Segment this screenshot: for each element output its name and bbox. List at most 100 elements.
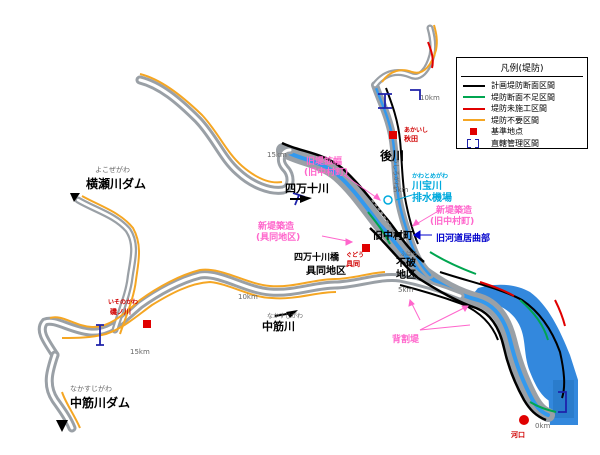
isono-ruby: いそのかわ xyxy=(108,298,138,306)
legend-title: 凡例(堤防) xyxy=(461,61,583,77)
dike-unbuilt-1 xyxy=(427,41,434,69)
old-dike-widening: 旧堤拡幅 xyxy=(306,155,342,167)
legend-swatch-unbuilt xyxy=(463,107,485,110)
legend-item-insufficient: 堤防断面不足区間 xyxy=(457,92,587,104)
dike-insufficient-2 xyxy=(429,251,477,275)
dike-unneeded-nakasuji-south xyxy=(61,280,337,339)
km-15-lower: 15km xyxy=(130,348,150,356)
back-levee-label: 背割堤 xyxy=(392,333,420,345)
ushiro-ruby: うしろがわ xyxy=(392,158,400,188)
station-marker-isono xyxy=(143,320,151,328)
old-river-house-label: 旧河道居曲部 xyxy=(436,232,490,244)
old-nakamura-marker xyxy=(396,232,401,237)
dike-unbuilt-3 xyxy=(554,299,566,327)
nakasuji-ruby: なかすじがわ xyxy=(267,312,303,320)
flow-arrows xyxy=(274,195,312,318)
legend-swatch-unneeded xyxy=(463,119,485,122)
akaishi-station: 秋田 xyxy=(404,134,418,143)
fuhara-area-2: 地区 xyxy=(396,268,416,281)
legend-label-unbuilt: 堤防未施工区間 xyxy=(491,104,547,114)
shimanto-upstream xyxy=(135,75,295,195)
gudo-area-label: 具同地区 xyxy=(305,264,346,277)
bracket-ushiro-top xyxy=(378,93,392,109)
shimanto-upstream-center xyxy=(138,78,292,192)
guchi-label: 河口 xyxy=(511,430,525,439)
dike-planned-back-levee xyxy=(399,284,499,341)
kawadome-ruby: かわとめがわ xyxy=(412,172,448,180)
dike-unneeded-shimanto-north xyxy=(139,73,283,184)
new-dike-gudo-sub: (具同地区) xyxy=(256,231,300,243)
km-15-upper: 15km xyxy=(267,151,287,159)
dike-insufficient-3 xyxy=(519,299,549,341)
bracket-nakasuji xyxy=(96,324,104,346)
legend-label-station: 基準地点 xyxy=(491,127,523,137)
km-5-upper: 5km xyxy=(393,186,409,194)
old-nakamura-label: 旧中村町 xyxy=(373,229,413,242)
fuhara-area-1: 不破 xyxy=(396,256,416,269)
yokoze-ruby: よこぜがわ xyxy=(95,165,130,174)
km-10-lower: 10km xyxy=(238,293,258,301)
old-dike-widening-sub: (旧中村町) xyxy=(304,166,348,178)
km-10-upper: 10km xyxy=(420,94,440,102)
new-dike-gudo: 新堤築造 xyxy=(258,220,295,232)
nakasuji-river-center xyxy=(40,273,462,357)
legend-label-unneeded: 堤防不要区間 xyxy=(491,115,539,125)
yokoze-dam-icon xyxy=(70,193,80,202)
gudo-station: 具同 xyxy=(345,259,360,268)
km-5-lower: 5km xyxy=(398,286,414,294)
gudo-ruby: ぐどう xyxy=(346,251,364,259)
kawadome-pump-2: 排水機場 xyxy=(412,191,452,204)
station-marker-akaishi xyxy=(389,131,397,139)
dike-unneeded-ushiro xyxy=(381,24,438,83)
nakasuji-dam-ruby: なかすじがわ xyxy=(70,384,112,393)
legend-item-unneeded: 堤防不要区間 xyxy=(457,115,587,127)
dike-insufficient-1 xyxy=(367,211,391,245)
old-river-dashed xyxy=(371,199,397,237)
new-dike-nakamura-sub: (旧中村町) xyxy=(430,215,474,227)
dike-unneeded-dam xyxy=(61,391,81,429)
new-dike-nakamura: 新堤築造 xyxy=(436,204,473,216)
yokoze-river-center xyxy=(76,198,135,332)
fuhara-ruby: ふはら xyxy=(400,251,418,258)
legend-swatch-planned xyxy=(463,84,485,87)
dike-unneeded-yokoze xyxy=(81,195,140,335)
legend-item-unbuilt: 堤防未施工区間 xyxy=(457,103,587,115)
dike-planned-ushiro xyxy=(385,87,419,245)
ushiro-river-label-1: 後川 xyxy=(380,148,404,163)
dike-unbuilt-2 xyxy=(479,281,515,297)
dike-insufficient-4 xyxy=(529,401,557,413)
dike-unneeded-nakasuji-north xyxy=(49,268,386,329)
legend-label-management: 直轄管理区間 xyxy=(491,138,539,148)
kawadome-pump-1: 川宝川 xyxy=(411,179,442,192)
pump-station-marker xyxy=(383,195,393,205)
legend-swatch-insufficient xyxy=(463,96,485,99)
yokoze-dam-label: 横瀬川ダム xyxy=(86,176,146,191)
shimanto-river-label: 四万十川 xyxy=(285,181,329,195)
nakasuji-river-label: 中筋川 xyxy=(262,319,295,333)
bracket-mouth xyxy=(558,391,567,413)
mouth-marker xyxy=(519,415,529,425)
legend-swatch-station xyxy=(470,128,477,136)
cyan-arrow xyxy=(395,194,413,201)
akaishi-ruby: あかいし xyxy=(404,126,428,134)
km-0: 0km xyxy=(535,422,551,430)
legend-item-management: 直轄管理区間 xyxy=(457,138,587,150)
legend-label-planned: 計画堤防断面区間 xyxy=(491,81,555,91)
nakasuji-dam-icon xyxy=(56,420,68,432)
station-marker-gudo xyxy=(362,244,370,252)
nakasuji-dam-label: 中筋川ダム xyxy=(70,395,130,410)
annotation-arrows xyxy=(321,174,471,331)
dike-planned-main-south xyxy=(369,227,547,422)
mouth-bay xyxy=(553,380,574,418)
dike-planned-east xyxy=(439,271,566,399)
dike-planned-main-north xyxy=(281,141,425,263)
nakasuji-dam-river-center xyxy=(47,353,74,430)
isono-station: 磯ノ川 xyxy=(110,307,131,316)
legend-box: 凡例(堤防) 計画堤防断面区間 堤防断面不足区間 堤防未施工区間 堤防不要区間 … xyxy=(456,57,588,149)
legend-label-insufficient: 堤防断面不足区間 xyxy=(491,92,555,102)
blue-arrow xyxy=(413,230,432,240)
bracket-yokoze xyxy=(410,89,421,100)
legend-swatch-bracket-icon xyxy=(467,139,479,149)
